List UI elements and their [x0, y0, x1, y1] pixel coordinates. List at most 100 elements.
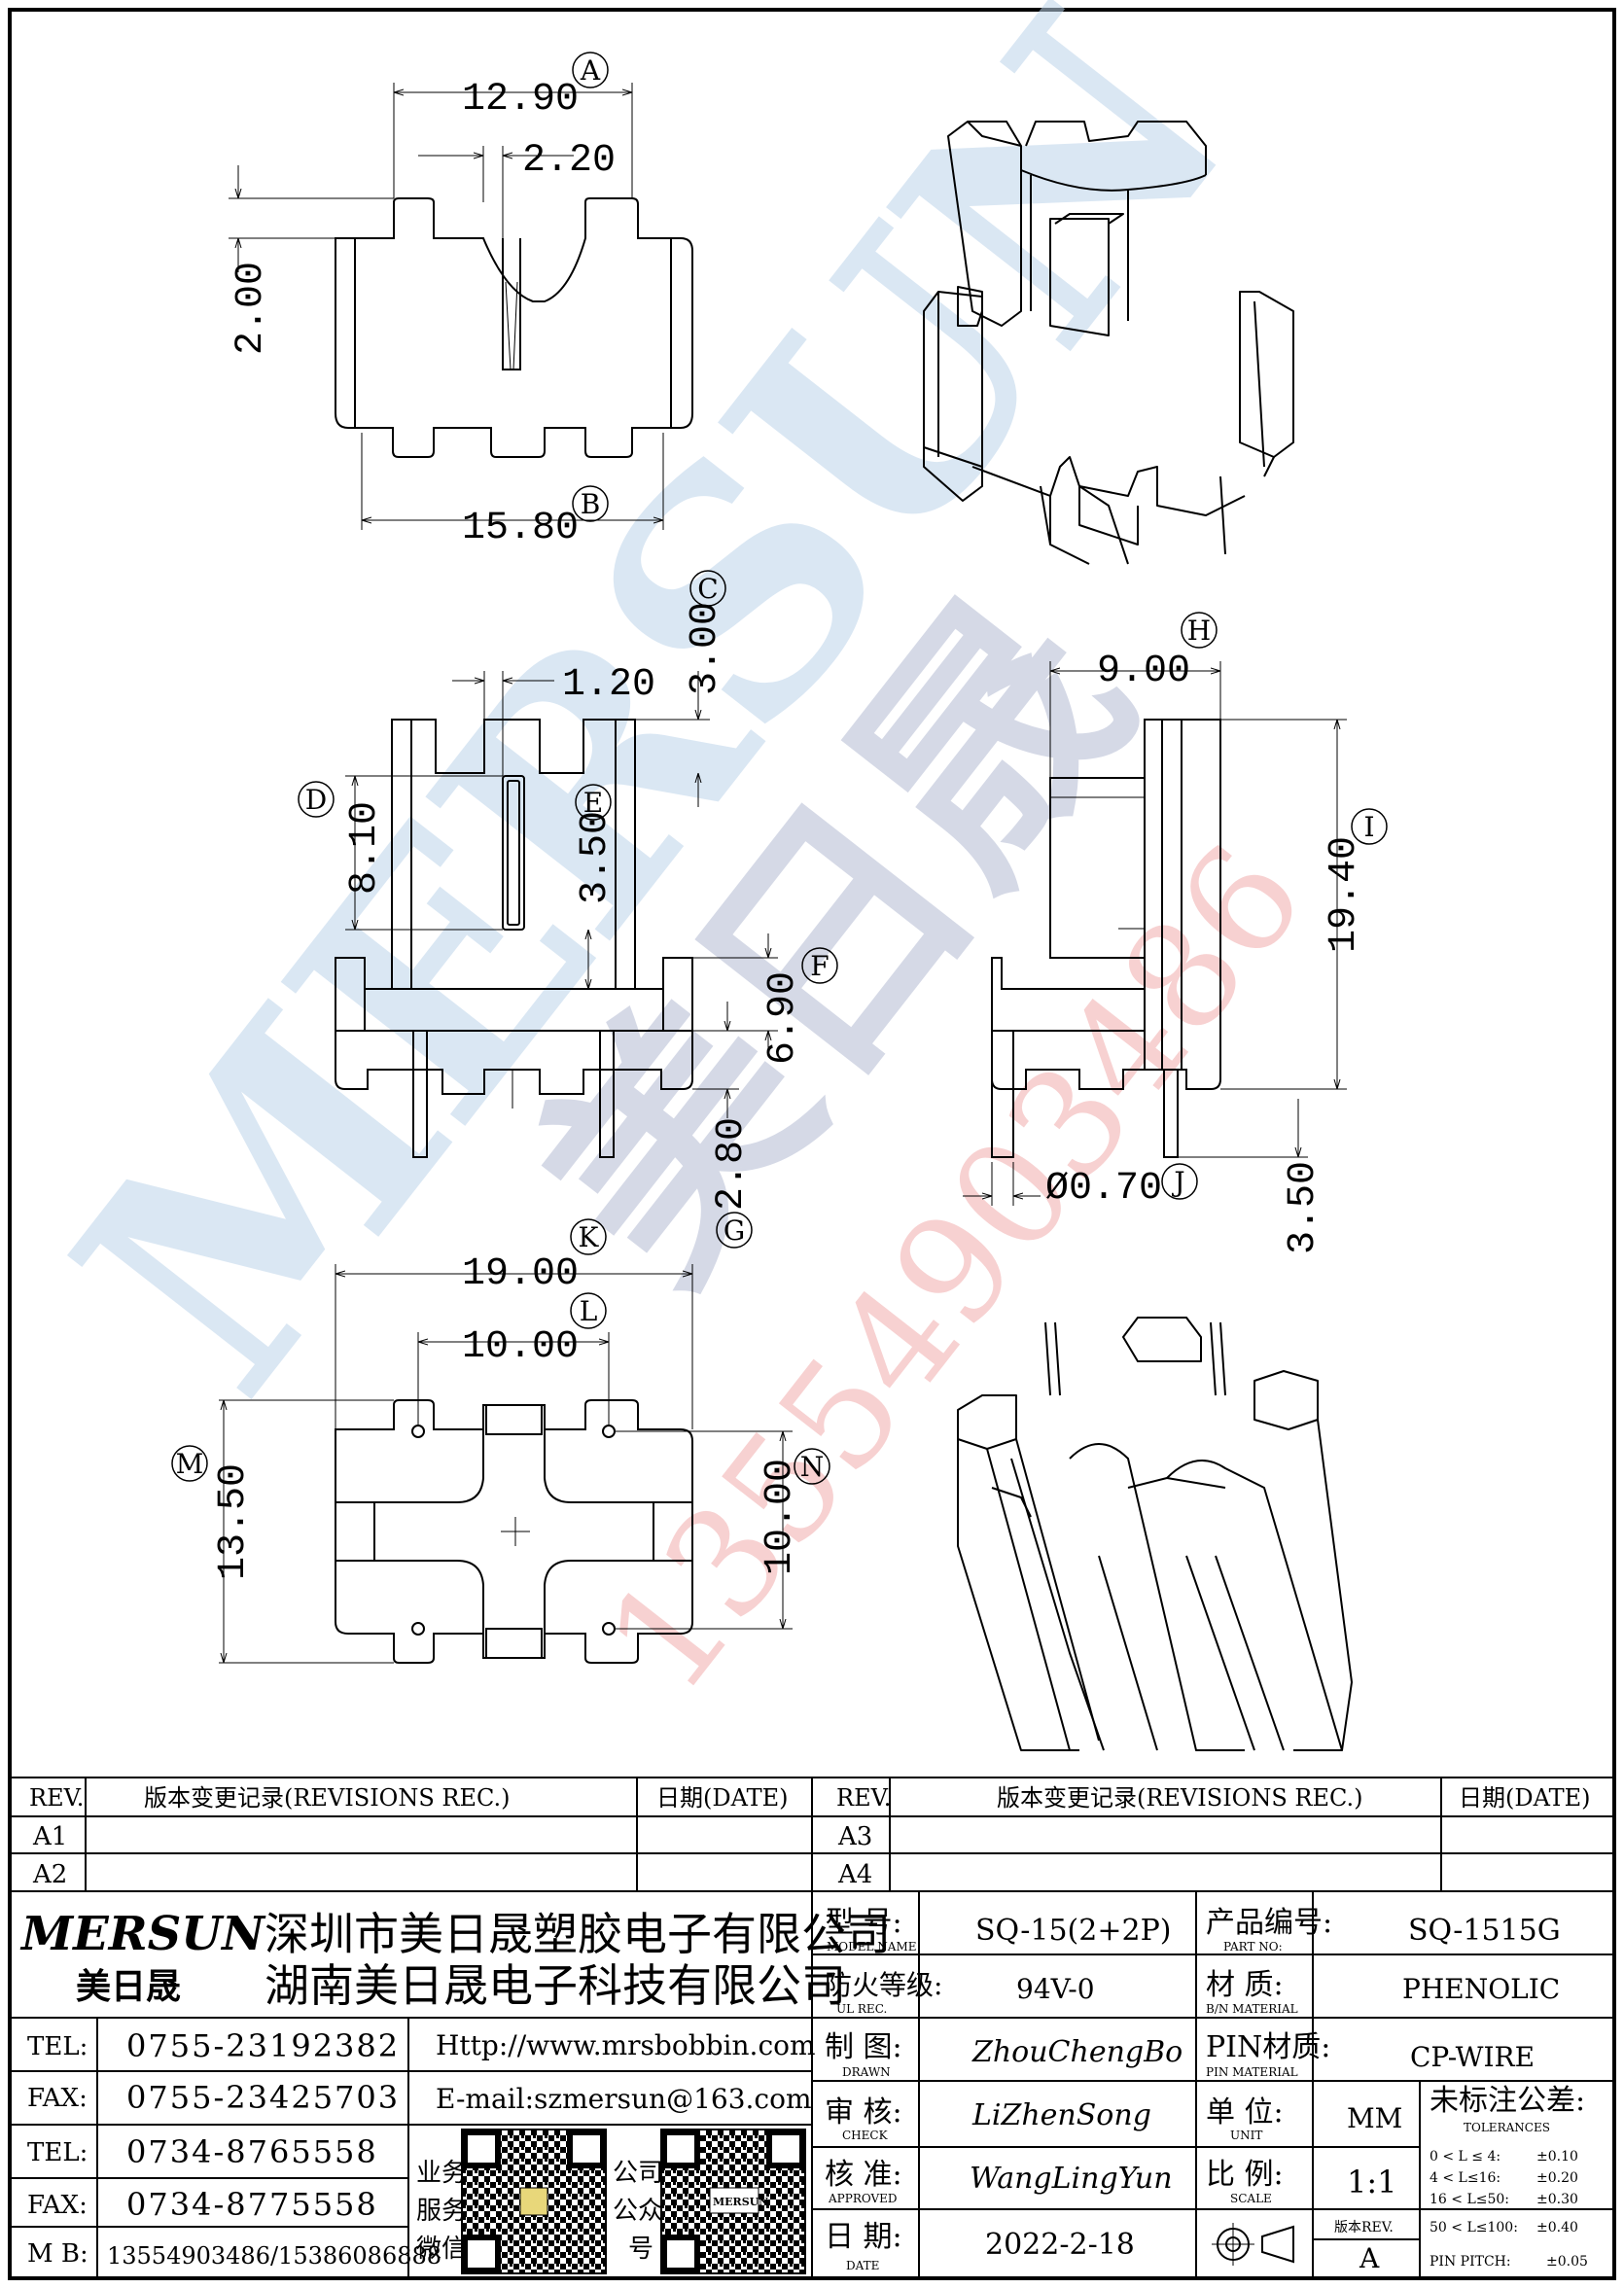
dim-L-value: 10.00	[462, 1325, 579, 1369]
mark-B: B	[581, 488, 601, 520]
rev-date-header: 日期(DATE)	[656, 1784, 789, 1812]
tolerance-range: PIN PITCH:	[1430, 2254, 1511, 2270]
mark-M: M	[176, 1448, 204, 1480]
mark-H: H	[1187, 615, 1211, 647]
dim-M-value: 13.50	[212, 1463, 256, 1580]
tolerance-range: 50 < L≤100:	[1430, 2220, 1518, 2235]
spec-sub: DATE	[846, 2259, 879, 2272]
website-url: Http://www.mrsbobbin.com	[436, 2029, 816, 2061]
qr-wechat-label: 服务	[416, 2197, 467, 2226]
rev-row-label: A3	[837, 1822, 872, 1851]
spec-label: 材 质:	[1206, 1968, 1284, 2002]
contact-value: 0755-23192382	[126, 2027, 400, 2064]
side-view-dims	[963, 661, 1347, 1206]
contact-label: TEL:	[27, 2032, 88, 2061]
revision-table-left: REV. 版本变更记录(REVISIONS REC.) 日期(DATE) A1 …	[29, 1784, 789, 1889]
contact-label: TEL:	[27, 2138, 88, 2167]
spec-sub: UNIT	[1230, 2129, 1262, 2142]
qr-official-label: 号	[628, 2235, 653, 2264]
tolerance-sub: TOLERANCES	[1464, 2121, 1550, 2134]
email-address: E-mail:szmersun@163.com	[436, 2083, 812, 2115]
spec-label: 防火等级:	[825, 1969, 942, 2001]
spec-value: 2022-2-18	[985, 2228, 1135, 2262]
isometric-top-view	[923, 121, 1294, 565]
dim-2-20-value: 2.20	[522, 139, 616, 183]
rev-date-header: 日期(DATE)	[1459, 1784, 1591, 1812]
dim-H-value: 9.00	[1097, 650, 1190, 693]
dim-2-00-value: 2.00	[229, 262, 273, 355]
dim-I-value: 19.40	[1323, 836, 1366, 953]
mark-I: I	[1363, 811, 1374, 843]
rev-row-label: A1	[32, 1822, 67, 1851]
spec-value: 94V-0	[1016, 1973, 1095, 2005]
specs-block: 型 号: MODEL NAME SQ-15(2+2P) 产品编号: PART N…	[825, 1906, 1561, 2274]
mark-J: J	[1171, 1166, 1184, 1198]
mark-G: G	[724, 1214, 745, 1247]
spec-value: MM	[1347, 2102, 1402, 2134]
mark-K: K	[579, 1221, 600, 1253]
mark-F: F	[810, 950, 829, 982]
top-view	[335, 197, 693, 458]
company-logo-cn: 美日晟	[76, 1966, 181, 2007]
side-view	[991, 719, 1221, 1158]
front-view-dims	[345, 671, 778, 1118]
spec-label: 型 号:	[825, 1906, 902, 1940]
mark-N: N	[800, 1451, 825, 1483]
spec-label: 日 期:	[825, 2220, 902, 2254]
spec-sub: UL REC.	[836, 2002, 887, 2016]
rev-record-header: 版本变更记录(REVISIONS REC.)	[997, 1784, 1363, 1812]
spec-label: 核 准:	[825, 2158, 902, 2192]
mark-A: A	[580, 54, 601, 87]
rev-label: 版本REV.	[1334, 2220, 1394, 2235]
spec-sub: DRAWN	[842, 2065, 891, 2079]
qr-center-logo: MERSUN	[713, 2196, 768, 2208]
qr-block: 业务 服务 微信 公司 公众 号 MERSUN	[416, 2129, 806, 2274]
contact-label: M B:	[27, 2239, 88, 2269]
contact-value: 13554903486/15386086888	[107, 2242, 441, 2270]
spec-sub: CHECK	[842, 2129, 889, 2142]
rev-value: A	[1359, 2242, 1380, 2274]
spec-label: 单 位:	[1206, 2095, 1284, 2130]
spec-label: 审 核:	[825, 2095, 902, 2130]
company-name-shenzhen: 深圳市美日晟塑胶电子有限公司	[265, 1908, 891, 1960]
tolerance-title: 未标注公差:	[1430, 2084, 1585, 2118]
company-name-hunan: 湖南美日晟电子科技有限公司	[265, 1959, 846, 2012]
spec-sub: APPROVED	[828, 2192, 898, 2205]
spec-value: PHENOLIC	[1402, 1973, 1560, 2005]
dim-3-50b-value: 3.50	[1282, 1161, 1325, 1254]
dim-1-20-value: 1.20	[562, 663, 655, 707]
tolerances-block: 未标注公差: TOLERANCES 0 < L ≤ 4: ±0.10 4 < L…	[1430, 2084, 1588, 2270]
rev-header: REV.	[836, 1784, 891, 1812]
contact-label: FAX:	[27, 2084, 88, 2113]
mark-D: D	[305, 784, 327, 816]
tolerance-value: ±0.05	[1546, 2254, 1588, 2270]
spec-label: 制 图:	[825, 2030, 902, 2064]
dim-N-value: 10.00	[759, 1459, 802, 1575]
title-block	[10, 1777, 1614, 2278]
dim-C-value: 3.00	[684, 602, 727, 695]
mark-E: E	[583, 787, 603, 819]
mark-C: C	[697, 573, 718, 605]
dimension-marks: A B C D E F G H I J K L M N	[171, 52, 1388, 1485]
tolerance-value: ±0.20	[1536, 2170, 1578, 2186]
dim-G-value: 2.80	[710, 1117, 754, 1211]
rev-record-header: 版本变更记录(REVISIONS REC.)	[144, 1784, 511, 1812]
qr-official-label: 公司	[613, 2159, 663, 2188]
projection-symbol	[1212, 2223, 1294, 2266]
dim-K-value: 19.00	[462, 1252, 579, 1296]
dim-J-value: Ø0.70	[1045, 1167, 1162, 1211]
tolerance-range: 4 < L≤16:	[1430, 2170, 1500, 2186]
spec-value: LiZhenSong	[971, 2098, 1151, 2132]
rev-row-label: A4	[837, 1860, 872, 1889]
spec-value: SQ-1515G	[1408, 1914, 1561, 1948]
bottom-view	[335, 1399, 693, 1664]
spec-value: WangLingYun	[970, 2162, 1173, 2196]
tolerance-range: 16 < L≤50:	[1430, 2192, 1509, 2207]
spec-value: ZhouChengBo	[971, 2035, 1183, 2069]
rev-row-label: A2	[32, 1860, 67, 1889]
contact-label: FAX:	[27, 2191, 88, 2220]
tolerance-range: 0 < L ≤ 4:	[1430, 2149, 1500, 2165]
tolerance-value: ±0.30	[1536, 2192, 1578, 2207]
contact-value: 0734-8765558	[126, 2133, 378, 2170]
